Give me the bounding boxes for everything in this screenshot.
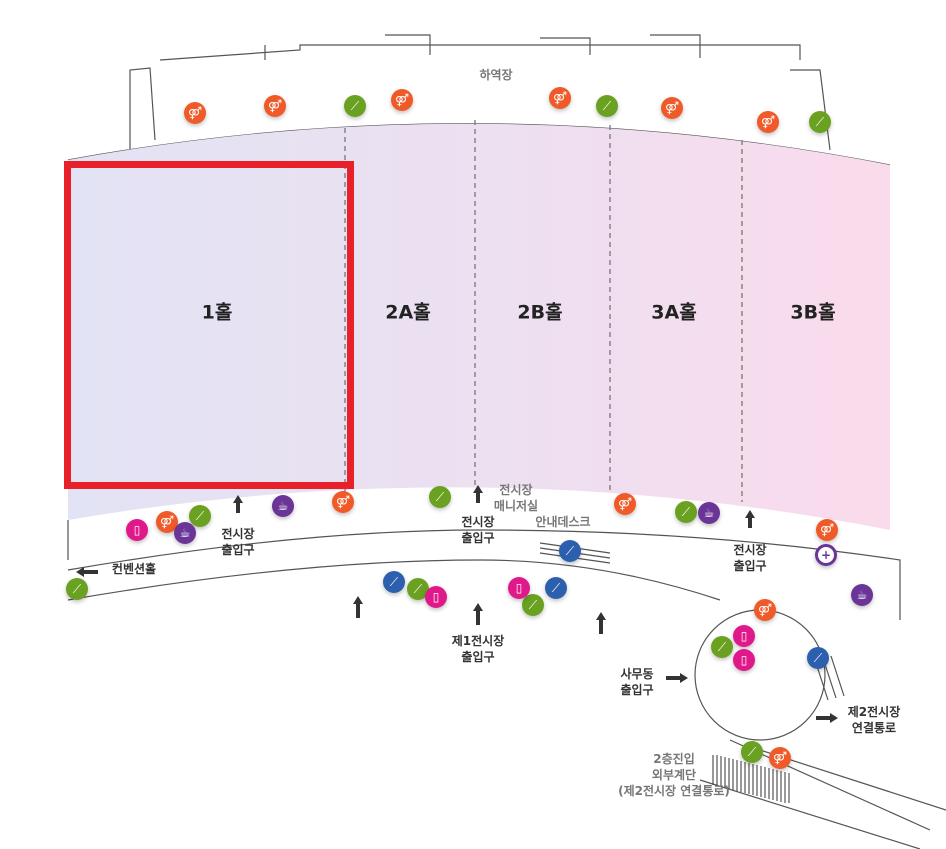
office-entrance-label: 사무동 출입구 <box>620 667 654 697</box>
escalator-icon[interactable]: ⟋ <box>559 540 581 562</box>
restroom-icon[interactable]: ⚤ <box>156 511 178 533</box>
first-aid-icon[interactable]: + <box>815 544 837 566</box>
elevator-icon[interactable]: ▯ <box>126 519 148 541</box>
hall-dividers <box>344 120 743 502</box>
stairs-icon[interactable]: ⟋ <box>522 594 544 616</box>
elevator-icon[interactable]: ▯ <box>733 625 755 647</box>
selected-hall-highlight[interactable] <box>64 161 354 489</box>
hall-2b-label[interactable]: 2B홀 <box>517 301 563 324</box>
escalator-icon[interactable]: ⟋ <box>545 577 567 599</box>
cafe-icon[interactable]: ☕ <box>272 495 294 517</box>
convention-hall-label: 컨벤션홀 <box>111 562 157 576</box>
arrows <box>76 485 838 723</box>
loading-dock-label: 하역장 <box>476 67 516 83</box>
restroom-icon[interactable]: ⚤ <box>549 87 571 109</box>
restroom-icon[interactable]: ⚤ <box>184 102 206 124</box>
stairs-icon[interactable]: ⟋ <box>66 578 88 600</box>
stairs-icon[interactable]: ⟋ <box>407 578 429 600</box>
entrance-right-label: 전시장 출입구 <box>733 543 767 573</box>
hall-1-label[interactable]: 1홀 <box>201 301 233 324</box>
outer-stairs-label: 2층진입 외부계단 (제2전시장 연결통로) <box>618 752 730 798</box>
elevator-icon[interactable]: ▯ <box>508 577 530 599</box>
cafe-icon[interactable]: ☕ <box>174 522 196 544</box>
stairs-icon[interactable]: ⟋ <box>189 505 211 527</box>
info-desk-label: 안내데스크 <box>535 515 591 529</box>
hall2-passage-label: 제2전시장 연결통로 <box>847 705 901 735</box>
elevator-icon[interactable]: ▯ <box>425 586 447 608</box>
restroom-icon[interactable]: ⚤ <box>264 95 286 117</box>
stairs-icon[interactable]: ⟋ <box>429 486 451 508</box>
restroom-icon[interactable]: ⚤ <box>332 491 354 513</box>
restroom-icon[interactable]: ⚤ <box>614 493 636 515</box>
escalator-icon[interactable]: ⟋ <box>383 571 405 593</box>
hall-3a-label[interactable]: 3A홀 <box>651 301 697 324</box>
exhibition-halls-area <box>68 123 890 530</box>
restroom-icon[interactable]: ⚤ <box>816 519 838 541</box>
stairs-icon[interactable]: ⟋ <box>596 95 618 117</box>
stairs-icon[interactable]: ⟋ <box>344 95 366 117</box>
restroom-icon[interactable]: ⚤ <box>757 111 779 133</box>
restroom-icon[interactable]: ⚤ <box>754 599 776 621</box>
escalator-icon[interactable]: ⟋ <box>807 647 829 669</box>
restroom-icon[interactable]: ⚤ <box>769 747 791 769</box>
hall-3b-label[interactable]: 3B홀 <box>790 301 836 324</box>
entrance-center-label: 전시장 출입구 <box>461 515 495 545</box>
cafe-icon[interactable]: ☕ <box>698 502 720 524</box>
stairs-icon[interactable]: ⟋ <box>711 636 733 658</box>
hall1-entrance-label: 제1전시장 출입구 <box>451 634 505 664</box>
stairs-icon[interactable]: ⟋ <box>741 741 763 763</box>
restroom-icon[interactable]: ⚤ <box>391 89 413 111</box>
outer-stairs-hatch <box>712 755 790 803</box>
cafe-icon[interactable]: ☕ <box>851 584 873 606</box>
restroom-icon[interactable]: ⚤ <box>661 97 683 119</box>
entrance-left-label: 전시장 출입구 <box>221 527 255 557</box>
stairs-icon[interactable]: ⟋ <box>809 111 831 133</box>
stairs-icon[interactable]: ⟋ <box>675 501 697 523</box>
manager-room-label: 전시장 매니저실 <box>493 483 539 513</box>
elevator-icon[interactable]: ▯ <box>733 649 755 671</box>
hall-2a-label[interactable]: 2A홀 <box>385 301 431 324</box>
